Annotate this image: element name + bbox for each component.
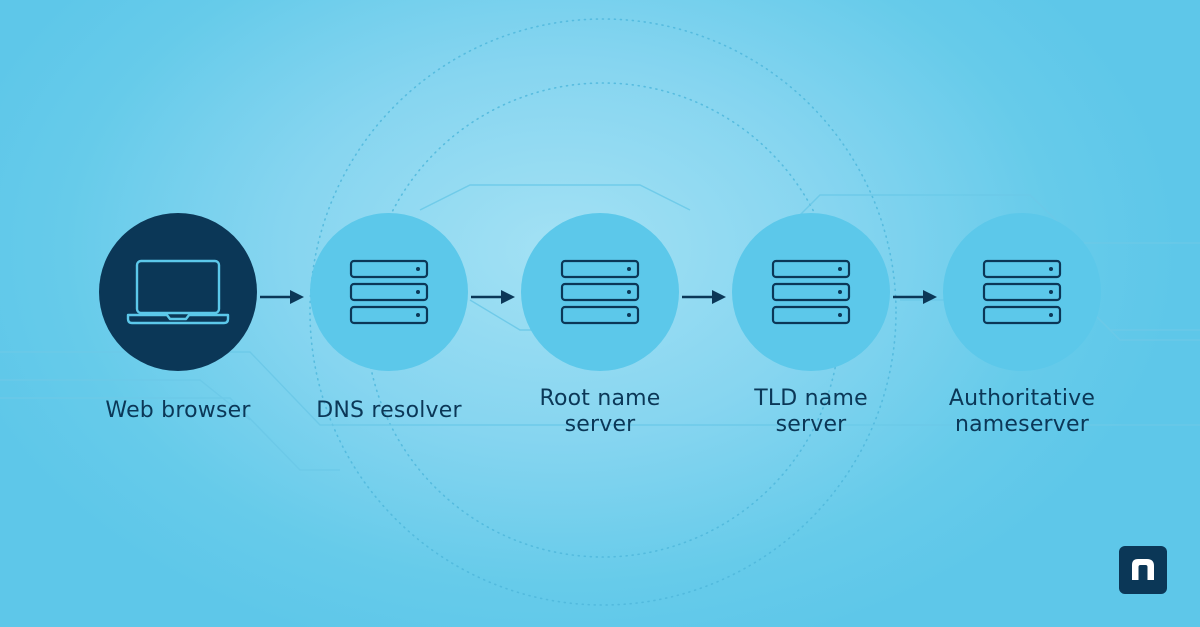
root-name-server-label: Root name server <box>495 386 705 438</box>
label-line: nameserver <box>954 412 1090 437</box>
dns-resolver-node <box>310 213 468 371</box>
server-icon <box>560 259 640 325</box>
server-icon <box>771 259 851 325</box>
server-icon <box>349 259 429 325</box>
web-browser-label: Web browser <box>73 398 283 424</box>
dns-resolver-label: DNS resolver <box>284 398 494 424</box>
authoritative-nameserver-node <box>943 213 1101 371</box>
web-browser-node <box>99 213 257 371</box>
label-line: server <box>564 412 636 437</box>
tld-name-server-node <box>732 213 890 371</box>
root-name-server-node <box>521 213 679 371</box>
outer-dotted-ring <box>309 18 897 606</box>
server-icon <box>982 259 1062 325</box>
arrow-icon <box>260 290 304 304</box>
arrow-icon <box>893 290 937 304</box>
label-line: Authoritative <box>948 386 1096 411</box>
label-line: Root name <box>539 386 661 411</box>
ninjaone-n-logo-icon <box>1132 559 1154 580</box>
authoritative-nameserver-label: Authoritative nameserver <box>917 386 1127 438</box>
label-line: Web browser <box>105 398 251 423</box>
label-line: DNS resolver <box>316 398 462 423</box>
arrow-icon <box>682 290 726 304</box>
laptop-icon <box>126 259 230 325</box>
arrow-icon <box>471 290 515 304</box>
brand-logo <box>1119 546 1167 594</box>
label-line: server <box>775 412 847 437</box>
tld-name-server-label: TLD name server <box>706 386 916 438</box>
label-line: TLD name <box>754 386 868 411</box>
